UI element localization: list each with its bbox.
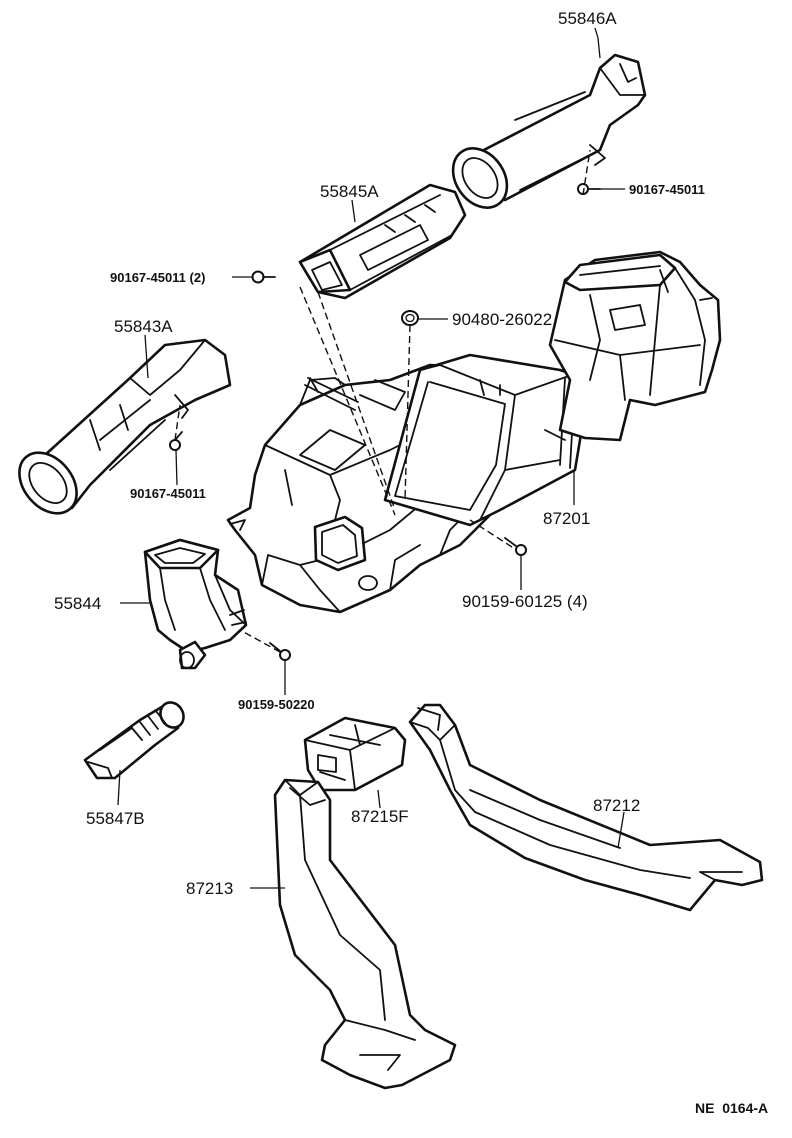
grommet-90480 [401,310,419,326]
label-55843a: 55843A [114,317,173,336]
duct-55846a [451,53,647,209]
label-90167-45011-top: 90167-45011 [629,182,705,197]
label-55844: 55844 [54,594,101,613]
diagram-reference: NE 0164-A [695,1100,768,1116]
fastener-2 [251,270,276,284]
label-90480-26022: 90480-26022 [452,310,552,329]
fastener-top [577,183,601,195]
duct-55843a [18,338,232,515]
duct-87212 [408,703,764,912]
label-55845a: 55845A [320,182,379,201]
leader-lines [117,27,625,889]
screw-90159-60125 [504,537,527,556]
label-55846a: 55846A [558,9,617,28]
assembly-lines [174,149,591,653]
label-87215f: 87215F [351,807,409,826]
label-90167-45011-2: 90167-45011 (2) [110,270,205,285]
label-90167-45011-left: 90167-45011 [130,486,206,501]
label-90159-50220: 90159-50220 [238,697,315,712]
duct-55844 [143,538,248,670]
duct-87213 [273,778,457,1090]
hose-55847b [83,701,185,780]
label-55847b: 55847B [86,809,145,828]
case-87201 [383,353,592,527]
screw-90159-50220 [269,642,291,661]
label-87201: 87201 [543,509,590,528]
blower-inlet [548,250,722,442]
label-87213: 87213 [186,879,233,898]
label-87212: 87212 [593,796,640,815]
duct-87215f [303,716,407,792]
duct-55845a [298,183,467,300]
label-90159-60125: 90159-60125 (4) [462,592,588,611]
